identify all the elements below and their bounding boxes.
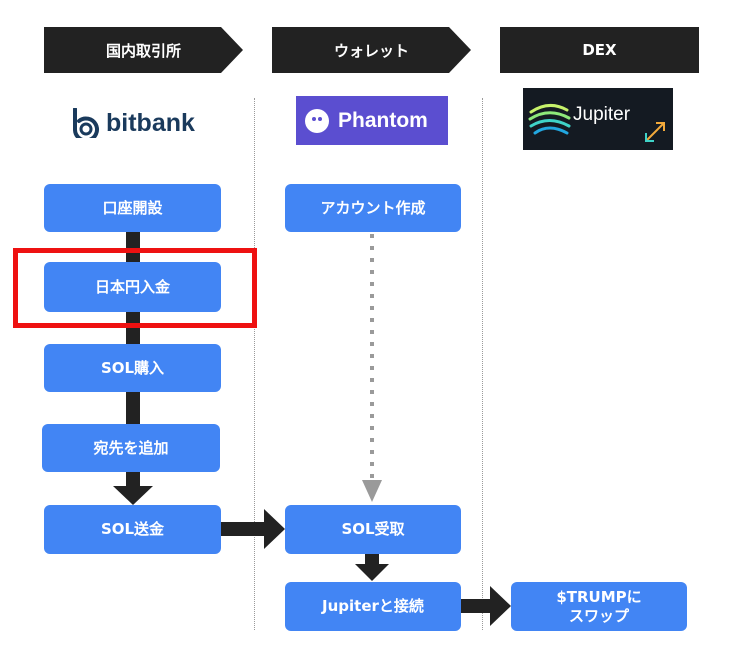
- bitbank-logo: bitbank: [72, 106, 202, 140]
- arrow-down-to-send: [113, 472, 153, 505]
- arrow-right-to-receive: [220, 509, 285, 549]
- step-jpy-deposit: 日本円入金: [44, 262, 221, 312]
- connector-bar-2: [126, 312, 140, 344]
- jupiter-mark-icon: [528, 104, 571, 135]
- connector-bar-3: [126, 392, 140, 424]
- step-receive-sol-label: SOL受取: [341, 520, 405, 538]
- step-connect-jupiter-label: Jupiterと接続: [322, 597, 424, 615]
- bitbank-logo-text: bitbank: [106, 108, 195, 137]
- header-exchange-label: 国内取引所: [105, 41, 181, 60]
- swap-arrows-icon: [645, 122, 665, 142]
- connector-bar-1: [126, 232, 140, 262]
- step-connect-jupiter: Jupiterと接続: [285, 582, 461, 631]
- step-create-account-label: アカウント作成: [320, 198, 426, 217]
- step-create-account: アカウント作成: [285, 184, 461, 232]
- arrow-right-to-swap: [460, 586, 511, 626]
- phantom-logo: Phantom: [296, 96, 448, 145]
- step-add-destination: 宛先を追加: [42, 424, 220, 472]
- step-open-account: 口座開設: [44, 184, 221, 232]
- step-buy-sol: SOL購入: [44, 344, 221, 392]
- column-divider-1: [254, 98, 255, 630]
- step-buy-sol-label: SOL購入: [100, 358, 165, 377]
- step-jpy-deposit-label: 日本円入金: [94, 277, 170, 296]
- header-wallet-label: ウォレット: [333, 41, 409, 60]
- step-send-sol: SOL送金: [44, 505, 221, 554]
- step-swap-trump: $TRUMPに スワップ: [511, 582, 687, 631]
- arrow-down-to-connect: [355, 554, 389, 581]
- header-dex: DEX: [500, 27, 699, 73]
- step-swap-trump-line1: $TRUMPに: [556, 587, 642, 606]
- phantom-ghost-icon: [305, 108, 329, 133]
- dotted-arrow-to-receive: [362, 234, 382, 502]
- step-send-sol-label: SOL送金: [100, 520, 165, 538]
- step-receive-sol: SOL受取: [285, 505, 461, 554]
- jupiter-logo: Jupiter: [523, 88, 673, 150]
- step-add-destination-label: 宛先を追加: [93, 438, 169, 457]
- header-exchange: 国内取引所: [44, 27, 243, 73]
- jupiter-logo-text: Jupiter: [573, 104, 631, 125]
- phantom-logo-text: Phantom: [338, 108, 428, 132]
- highlight-frame: [13, 248, 257, 328]
- bitbank-mark-icon: [73, 108, 99, 138]
- header-dex-label: DEX: [582, 41, 617, 59]
- step-open-account-label: 口座開設: [102, 198, 163, 217]
- header-wallet: ウォレット: [272, 27, 471, 73]
- column-divider-2: [482, 98, 483, 630]
- step-swap-trump-line2: スワップ: [568, 606, 629, 625]
